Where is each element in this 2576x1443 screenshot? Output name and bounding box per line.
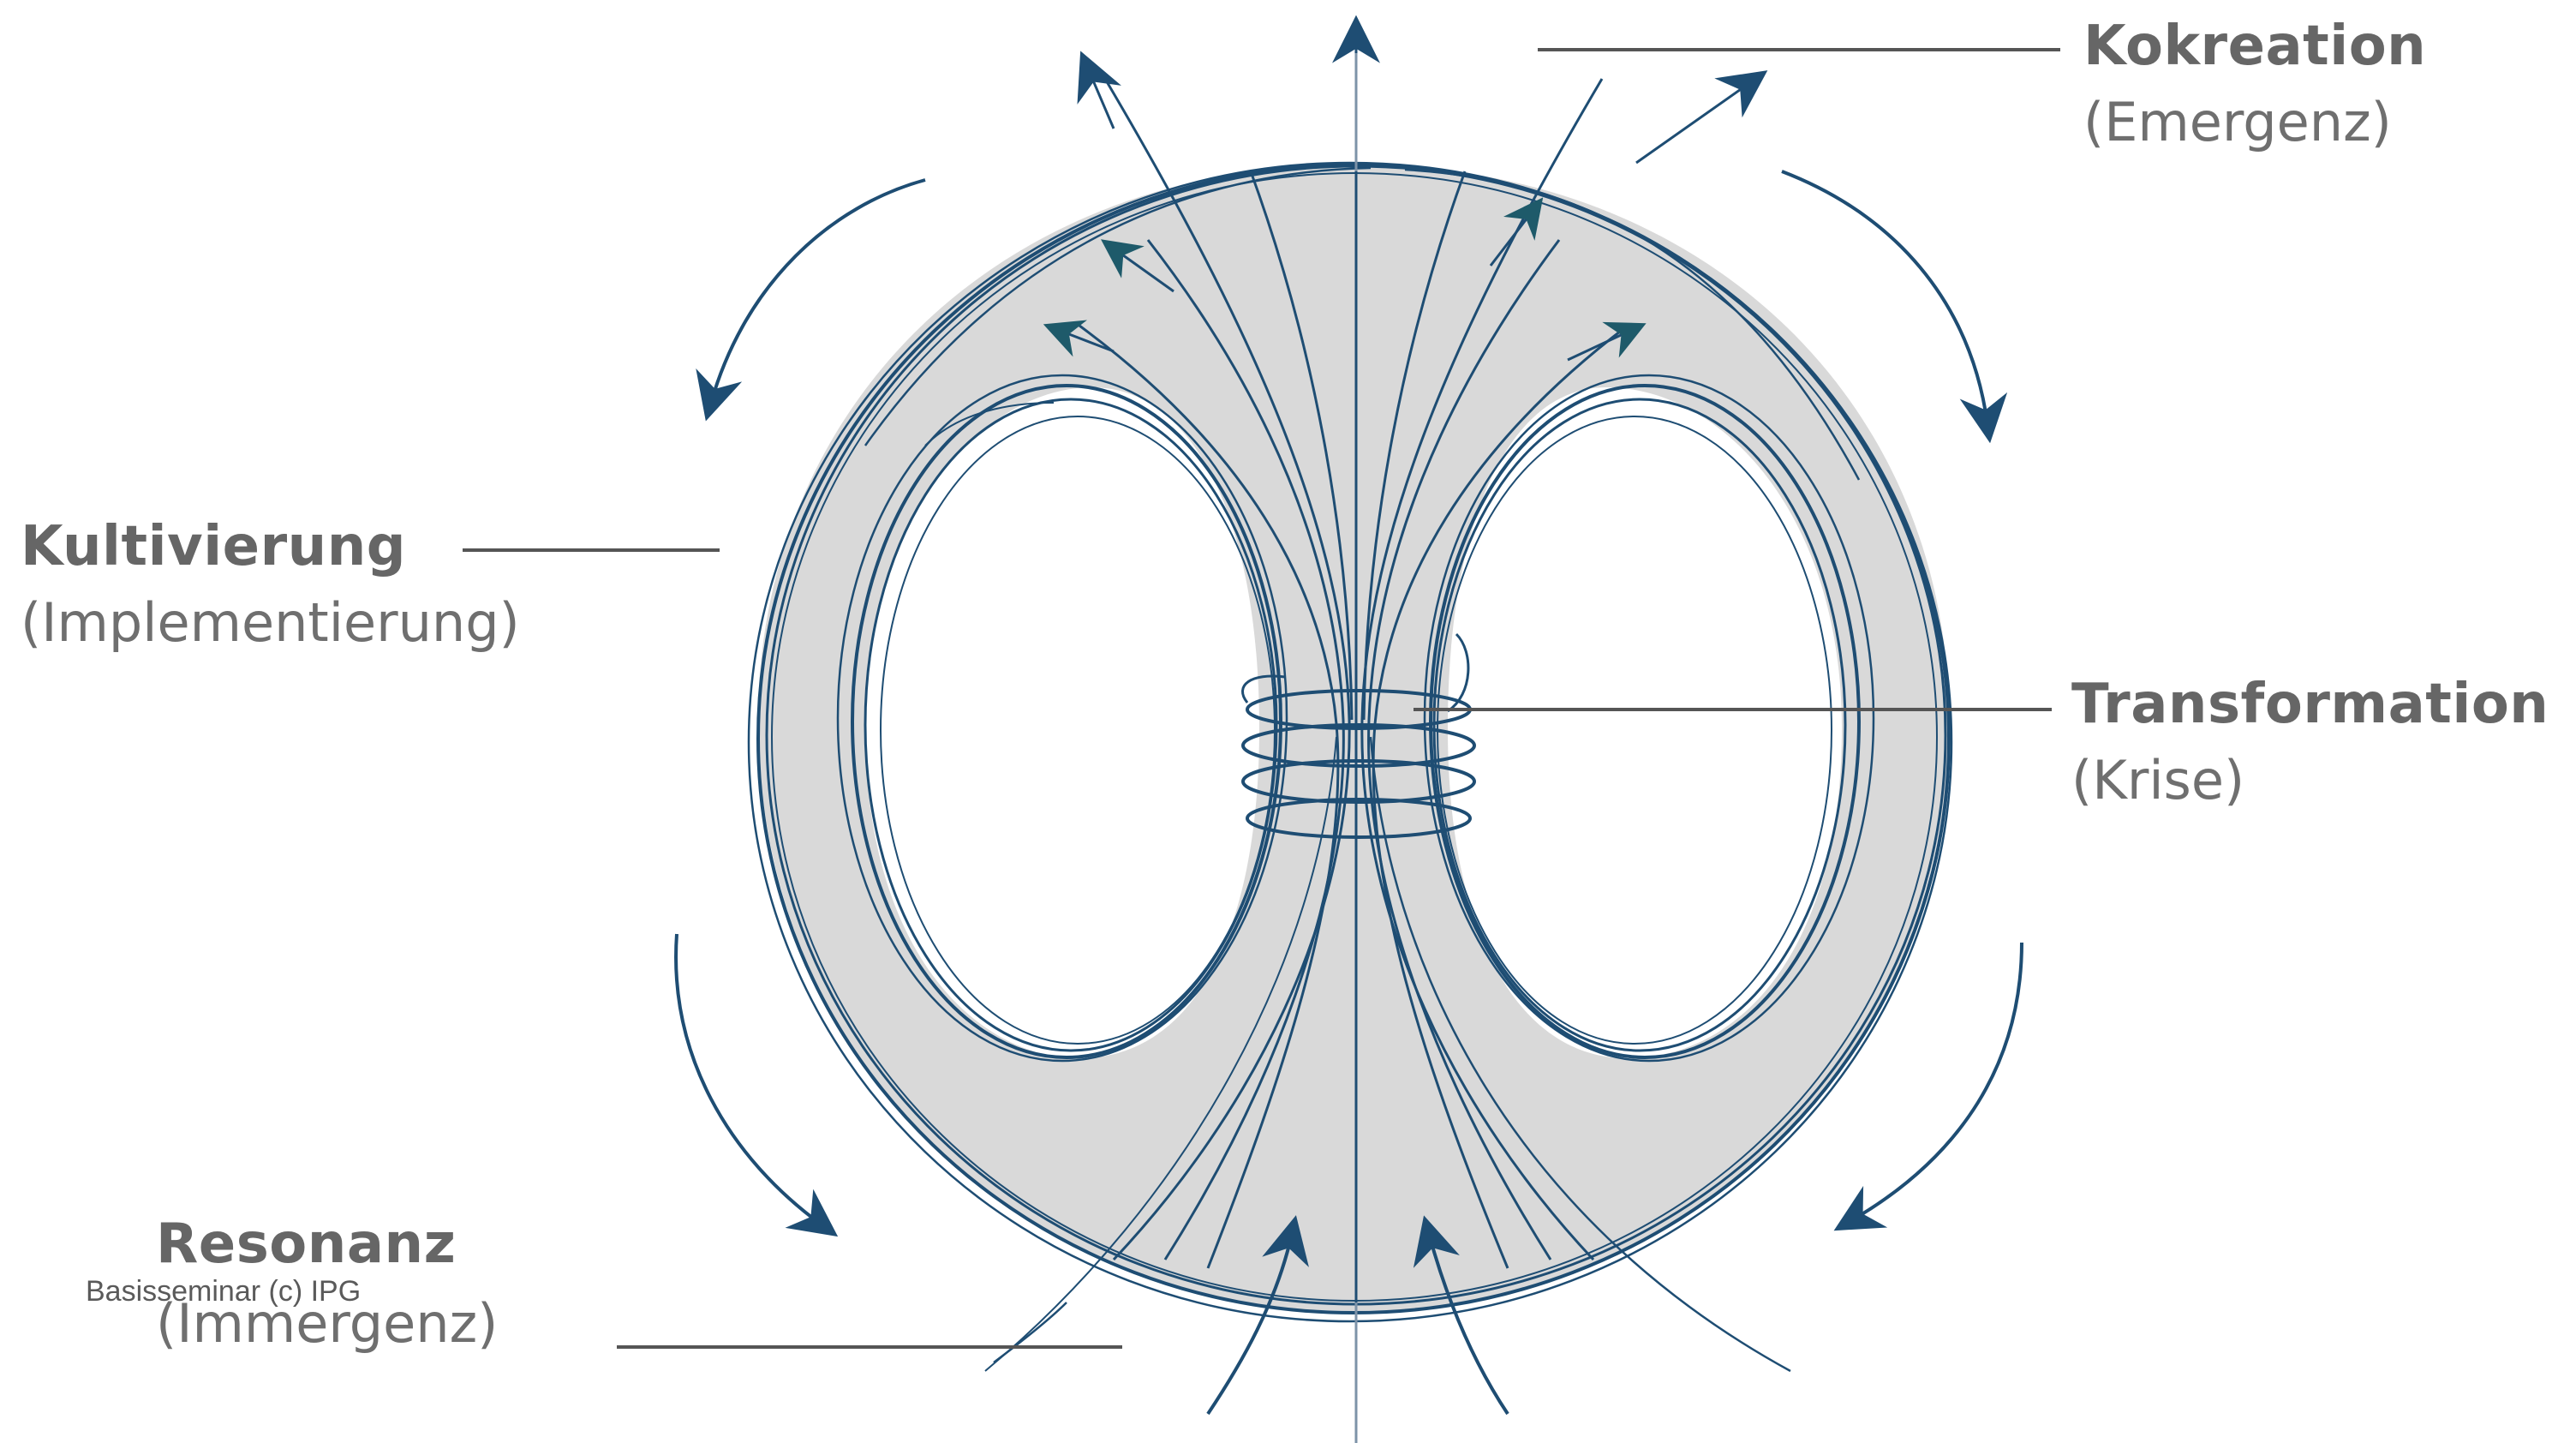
label-resonanz-title: Resonanz — [156, 1217, 498, 1272]
label-kokreation-sub: (Emergenz) — [2083, 96, 2426, 149]
label-kultivierung-title: Kultivierung — [21, 519, 520, 574]
label-kokreation-title: Kokreation — [2083, 19, 2426, 74]
label-kultivierung: Kultivierung (Implementierung) — [21, 519, 520, 650]
label-transformation-title: Transformation — [2071, 677, 2549, 732]
watermark: Basisseminar (c) IPG — [86, 1275, 361, 1308]
label-kultivierung-sub: (Implementierung) — [21, 596, 520, 650]
label-transformation: Transformation (Krise) — [2071, 677, 2549, 807]
label-transformation-sub: (Krise) — [2071, 754, 2549, 807]
label-kokreation: Kokreation (Emergenz) — [2083, 19, 2426, 149]
